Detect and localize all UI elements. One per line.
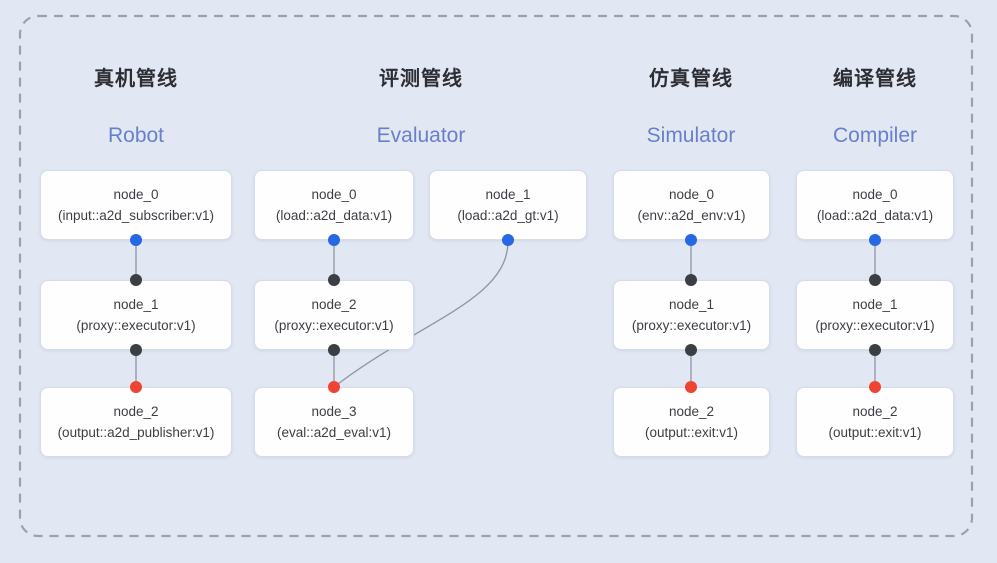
node-type: (output::a2d_publisher:v1) (57, 424, 215, 440)
pipeline-title-en-robot: Robot (107, 124, 165, 147)
node-name: node_2 (311, 296, 357, 312)
node-card-robot-0: node_0 (input::a2d_subscriber:v1) (40, 170, 232, 240)
pipeline-title-zh-compiler: 编译管线 (833, 68, 917, 90)
node-card-compiler-2: node_2 (output::exit:v1) (796, 387, 954, 457)
node-card-evaluator-0: node_0 (load::a2d_data:v1) (254, 170, 414, 240)
dashed-frame-border (18, 14, 974, 538)
node-card-evaluator-3: node_3 (eval::a2d_eval:v1) (254, 387, 414, 457)
node-name: node_1 (113, 296, 159, 312)
pipeline-title-zh-simulator: 仿真管线 (649, 68, 733, 90)
node-type: (load::a2d_data:v1) (816, 207, 934, 223)
node-type: (load::a2d_gt:v1) (457, 207, 559, 223)
node-name: node_1 (668, 296, 715, 312)
node-name: node_0 (311, 186, 357, 202)
node-type: (proxy::executor:v1) (815, 317, 935, 333)
node-card-evaluator-2: node_2 (proxy::executor:v1) (254, 280, 414, 350)
node-card-simulator-2: node_2 (output::exit:v1) (613, 387, 770, 457)
node-card-simulator-1: node_1 (proxy::executor:v1) (613, 280, 770, 350)
node-card-compiler-0: node_0 (load::a2d_data:v1) (796, 170, 954, 240)
node-name: node_0 (852, 186, 898, 202)
node-name: node_2 (668, 403, 715, 419)
pipeline-title-en-compiler: Compiler (832, 124, 918, 147)
node-type: (proxy::executor:v1) (631, 317, 752, 333)
node-type: (eval::a2d_eval:v1) (276, 424, 392, 440)
node-type: (output::exit:v1) (644, 424, 739, 440)
node-name: node_1 (852, 296, 898, 312)
node-name: node_0 (113, 186, 159, 202)
pipeline-title-zh-robot: 真机管线 (94, 68, 178, 90)
node-card-evaluator-1: node_1 (load::a2d_gt:v1) (429, 170, 587, 240)
node-type: (input::a2d_subscriber:v1) (57, 207, 215, 223)
node-name: node_2 (113, 403, 159, 419)
node-name: node_3 (311, 403, 357, 419)
pipeline-title-en-evaluator: Evaluator (376, 124, 466, 147)
node-card-robot-1: node_1 (proxy::executor:v1) (40, 280, 232, 350)
node-card-simulator-0: node_0 (env::a2d_env:v1) (613, 170, 770, 240)
node-card-robot-2: node_2 (output::a2d_publisher:v1) (40, 387, 232, 457)
node-type: (proxy::executor:v1) (76, 317, 196, 333)
node-name: node_0 (668, 186, 715, 202)
node-type: (output::exit:v1) (828, 424, 922, 440)
node-name: node_1 (485, 186, 531, 202)
node-type: (proxy::executor:v1) (274, 317, 394, 333)
node-type: (env::a2d_env:v1) (637, 207, 746, 223)
node-name: node_2 (852, 403, 898, 419)
pipeline-title-en-simulator: Simulator (646, 124, 736, 147)
node-type: (load::a2d_data:v1) (275, 207, 393, 223)
pipeline-title-zh-evaluator: 评测管线 (379, 68, 463, 90)
node-card-compiler-1: node_1 (proxy::executor:v1) (796, 280, 954, 350)
